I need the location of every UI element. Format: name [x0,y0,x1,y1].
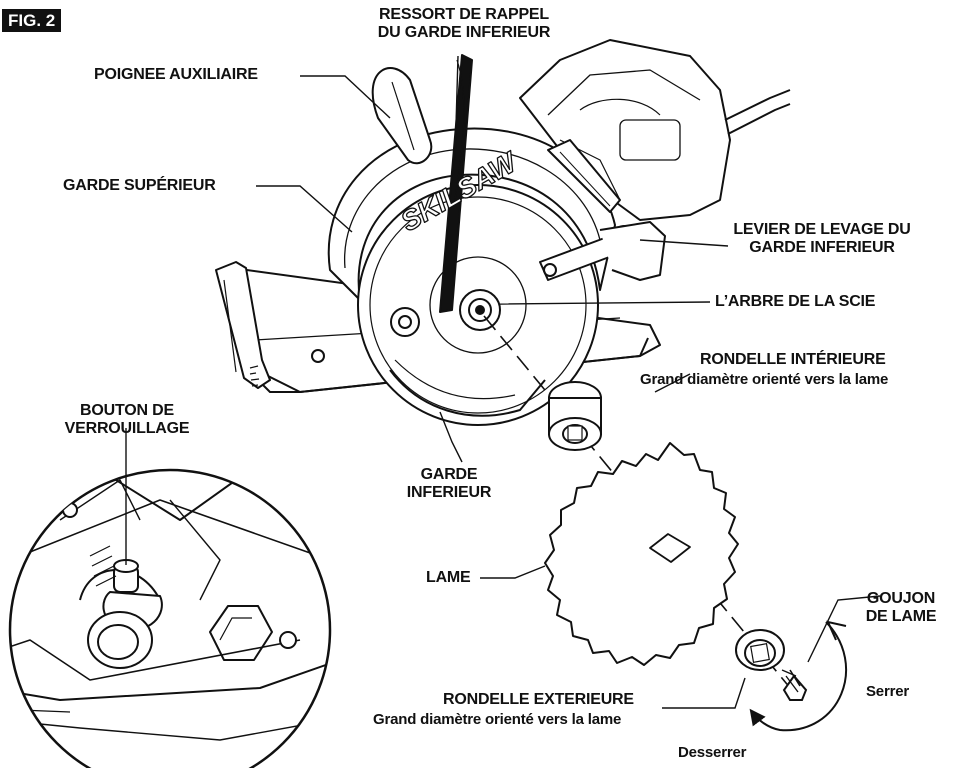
label-inner-washer: RONDELLE INTÉRIEURE [700,351,886,369]
label-blade-bolt-line1: GOUJON [866,590,936,607]
lower-guard [389,369,546,417]
outer-washer [735,629,785,671]
label-upper-guard: GARDE SUPÉRIEUR [63,177,216,194]
figure-badge: FIG. 2 [2,9,62,32]
label-outer-washer-note: Grand diamètre orienté vers la lame [373,711,622,728]
label-lock-button-line2: VERROUILLAGE [64,420,190,437]
label-auxiliary-handle: POIGNEE AUXILIAIRE [94,66,258,83]
rotation-arrow [749,621,847,732]
label-loosen: Desserrer [678,744,747,761]
blade-arbor-hole [649,533,691,563]
label-return-spring: RESSORT DE RAPPEL DU GARDE INFERIEUR [366,6,562,42]
label-lock-button: BOUTON DE VERROUILLAGE [60,402,194,438]
label-lower-guard: GARDE INFERIEUR [404,466,494,502]
label-outer-washer: RONDELLE EXTERIEURE [443,691,634,708]
label-lever-line1: LEVIER DE LEVAGE DU [733,221,911,238]
label-blade: LAME [426,569,471,586]
label-return-spring-line2: DU GARDE INFERIEUR [377,24,551,41]
label-return-spring-line1: RESSORT DE RAPPEL [379,6,549,23]
power-cord [724,89,791,121]
blade-bolt [781,669,808,701]
label-arbor: L’ARBRE DE LA SCIE [715,293,876,310]
label-lower-guard-line1: GARDE [420,466,478,483]
blade [544,442,739,666]
label-lower-guard-lever: LEVIER DE LEVAGE DU GARDE INFERIEUR [722,221,922,257]
label-inner-washer-note: Grand diamètre orienté vers la lame [640,371,889,388]
label-lever-line2: GARDE INFERIEUR [749,239,895,256]
label-blade-bolt: GOUJON DE LAME [856,590,946,626]
label-tighten: Serrer [866,683,910,700]
lock-button-detail-inset [8,468,332,768]
circular-saw: SKILSAW [215,39,791,426]
label-blade-bolt-line2: DE LAME [865,608,937,625]
auxiliary-handle [371,67,433,165]
inner-washer [548,381,602,451]
label-lower-guard-line2: INFERIEUR [406,484,492,501]
leader-lines [125,55,881,709]
label-lock-button-line1: BOUTON DE [80,402,174,419]
upper-guard [327,127,616,301]
label-inner-washer-title: RONDELLE INTÉRIEURE [700,351,886,368]
